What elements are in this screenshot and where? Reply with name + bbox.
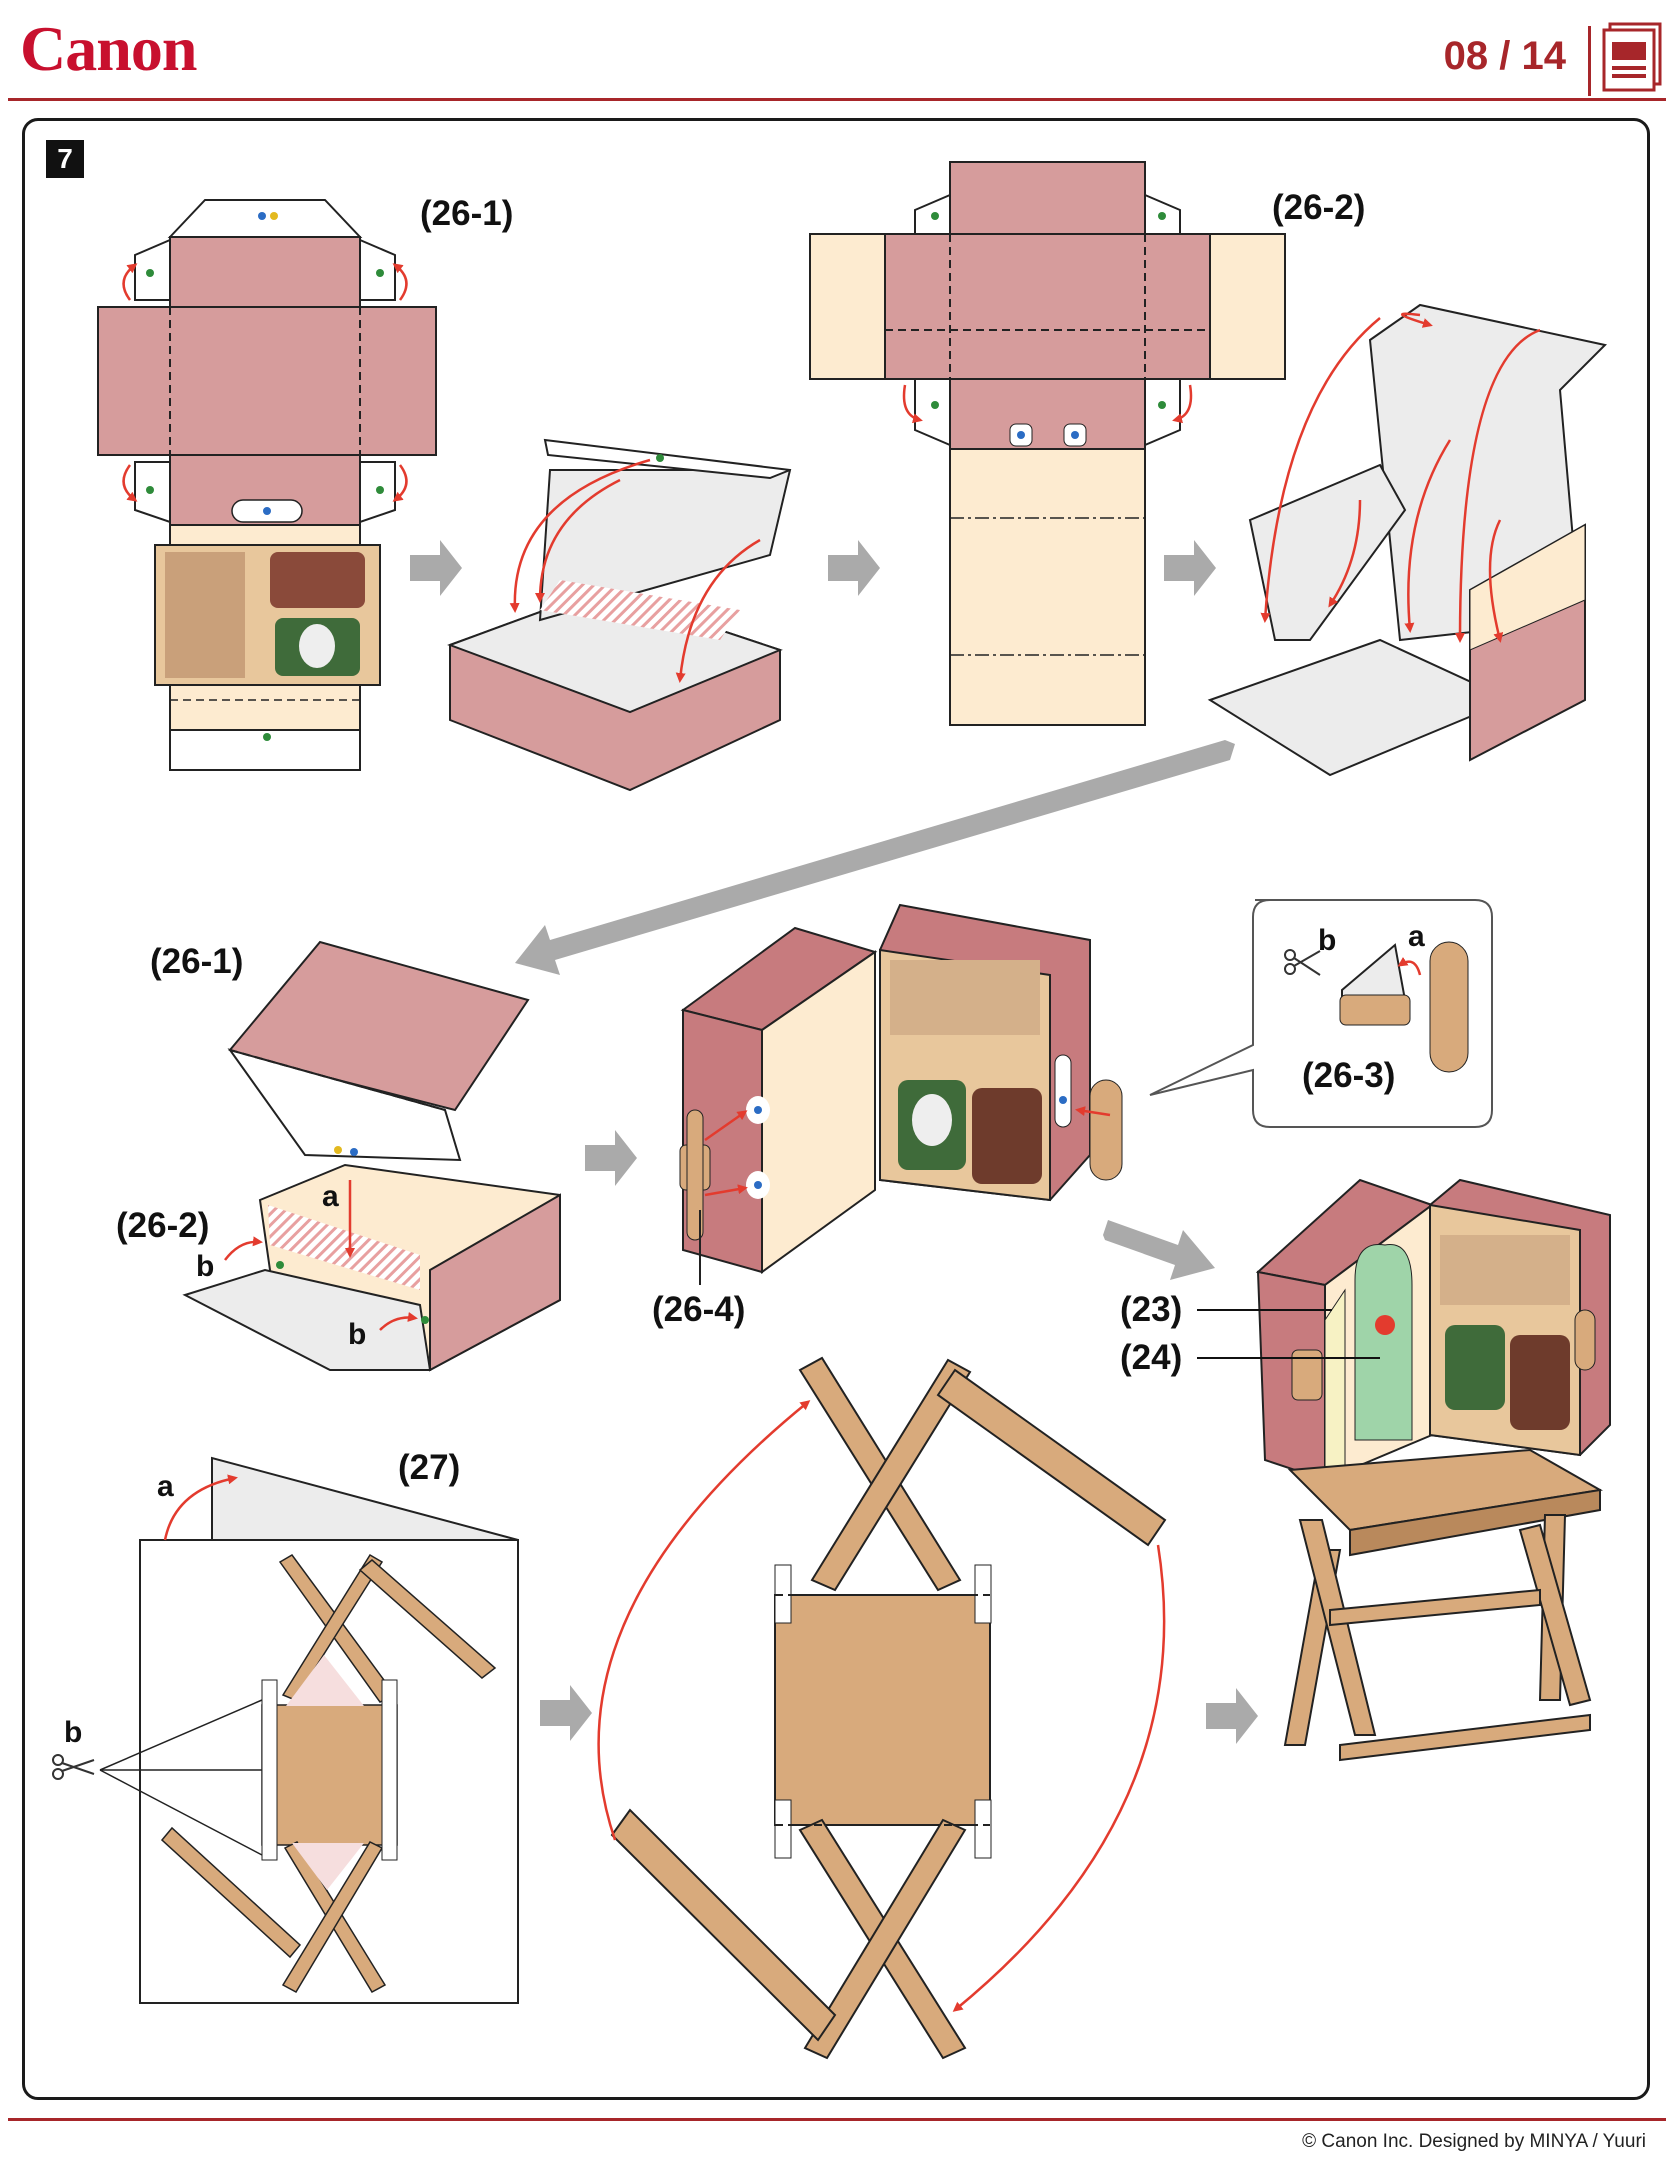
process-arrow — [540, 1685, 592, 1741]
finished-cabinet — [1258, 1180, 1610, 1760]
label-26-1-top: (26-1) — [420, 194, 513, 234]
label-26-3: (26-3) — [1302, 1056, 1395, 1096]
process-arrow — [1206, 1688, 1258, 1744]
label-24: (24) — [1120, 1338, 1182, 1378]
stool-folding — [599, 1358, 1165, 2058]
cabinet-open — [680, 905, 1122, 1285]
process-arrow — [1103, 1220, 1215, 1280]
label-23: (23) — [1120, 1290, 1182, 1330]
label-b-27: b — [64, 1716, 82, 1750]
process-arrow — [1164, 540, 1216, 596]
process-arrow — [410, 540, 462, 596]
net-26-1 — [98, 200, 436, 770]
stool-sheet-27 — [53, 1458, 518, 2003]
label-a-27: a — [157, 1470, 174, 1504]
label-b-zoom: b — [1318, 924, 1336, 958]
open-box-1 — [450, 440, 790, 790]
label-a-zoom: a — [1408, 920, 1425, 954]
process-arrow — [585, 1130, 637, 1186]
box-assembly — [185, 942, 560, 1370]
process-arrow — [828, 540, 880, 596]
footer-credit: © Canon Inc. Designed by MINYA / Yuuri — [1302, 2131, 1646, 2153]
label-b-mid-right: b — [348, 1318, 366, 1352]
label-27: (27) — [398, 1448, 460, 1488]
label-b-mid-left: b — [196, 1250, 214, 1284]
net-26-2 — [810, 162, 1285, 725]
label-26-2-mid: (26-2) — [116, 1206, 209, 1246]
label-26-2-top: (26-2) — [1272, 188, 1365, 228]
label-26-4: (26-4) — [652, 1290, 745, 1330]
footer-rule — [8, 2118, 1666, 2121]
label-26-1-mid: (26-1) — [150, 942, 243, 982]
label-a-mid: a — [322, 1180, 339, 1214]
